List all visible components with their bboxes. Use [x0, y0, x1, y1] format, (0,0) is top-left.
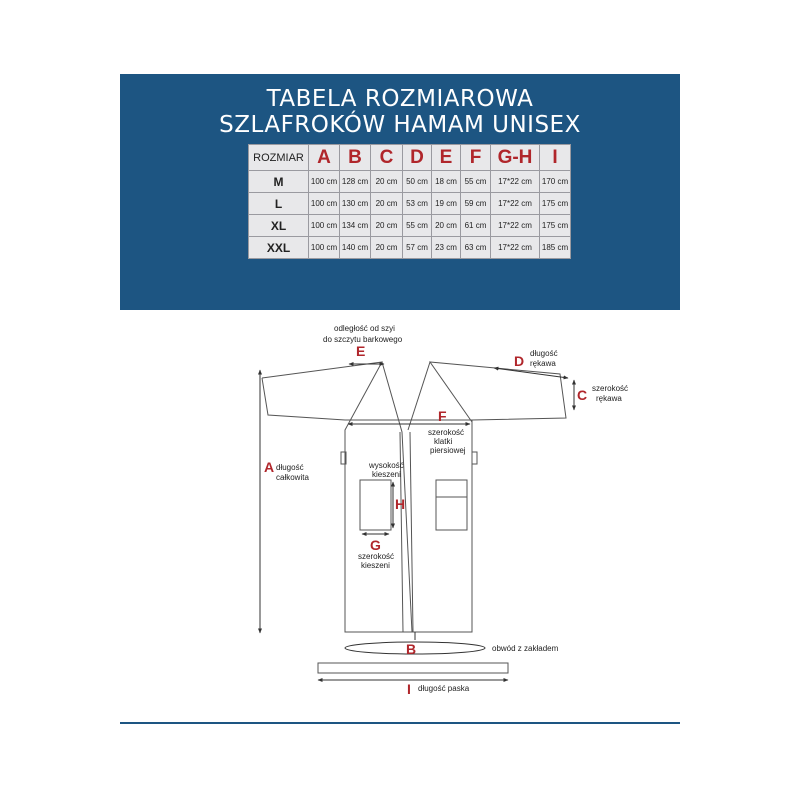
table-cell: 100 cm	[308, 170, 340, 193]
measure-i-letter: I	[407, 681, 411, 697]
measure-c-label: szerokość	[592, 384, 628, 393]
measure-d-letter: D	[514, 353, 524, 369]
measure-h-label: wysokość	[368, 461, 404, 470]
measure-b-letter: B	[406, 641, 416, 657]
measurement-arrows	[258, 362, 576, 682]
size-cell: L	[248, 192, 309, 215]
measure-b-label: obwód z zakładem	[492, 644, 559, 653]
table-cell: 57 cm	[402, 236, 432, 259]
measure-f-letter: F	[438, 408, 447, 424]
table-cell: 18 cm	[431, 170, 461, 193]
table-row: M 100 cm 128 cm 20 cm 50 cm 18 cm 55 cm …	[248, 170, 571, 193]
column-header: G-H	[490, 144, 540, 171]
table-cell: 20 cm	[370, 170, 403, 193]
table-cell: 17*22 cm	[490, 236, 540, 259]
table-cell: 17*22 cm	[490, 192, 540, 215]
title-line-1: TABELA ROZMIAROWA	[266, 86, 534, 112]
column-header: I	[539, 144, 571, 171]
table-row: L 100 cm 130 cm 20 cm 53 cm 19 cm 59 cm …	[248, 192, 571, 215]
table-row: XXL 100 cm 140 cm 20 cm 57 cm 23 cm 63 c…	[248, 236, 571, 259]
column-header: C	[370, 144, 403, 171]
header-banner: TABELA ROZMIAROWA SZLAFROKÓW HAMAM UNISE…	[120, 74, 680, 310]
measure-d-label: długość	[530, 349, 558, 358]
measure-a-label-2: całkowita	[276, 473, 309, 482]
measure-f-label-3: piersiowej	[430, 446, 466, 455]
table-cell: 134 cm	[339, 214, 371, 237]
table-cell: 175 cm	[539, 192, 571, 215]
table-cell: 17*22 cm	[490, 214, 540, 237]
size-cell: XXL	[248, 236, 309, 259]
belt-outline	[317, 662, 509, 674]
measure-e-letter: E	[356, 343, 365, 359]
measure-e-label-2: do szczytu barkowego	[323, 335, 403, 344]
column-header: ROZMIAR	[248, 144, 309, 171]
table-cell: 100 cm	[308, 192, 340, 215]
table-cell: 170 cm	[539, 170, 571, 193]
measure-d-label-2: rękawa	[530, 359, 556, 368]
table-cell: 63 cm	[460, 236, 491, 259]
measure-c-letter: C	[577, 387, 587, 403]
measure-h-letter: H	[395, 496, 405, 512]
table-cell: 175 cm	[539, 214, 571, 237]
table-row: XL 100 cm 134 cm 20 cm 55 cm 20 cm 61 cm…	[248, 214, 571, 237]
pocket-left	[359, 479, 392, 531]
measure-i-label: długość paska	[418, 684, 470, 693]
table-cell: 17*22 cm	[490, 170, 540, 193]
table-cell: 19 cm	[431, 192, 461, 215]
table-cell: 130 cm	[339, 192, 371, 215]
measure-e-label: odległość od szyi	[334, 324, 395, 333]
table-cell: 100 cm	[308, 214, 340, 237]
measure-g-label: szerokość	[358, 552, 394, 561]
table-cell: 20 cm	[370, 236, 403, 259]
measure-c-label-2: rękawa	[596, 394, 622, 403]
column-header: B	[339, 144, 371, 171]
measure-g-label-2: kieszeni	[361, 561, 390, 570]
size-cell: M	[248, 170, 309, 193]
robe-measurement-diagram: A długość całkowita E odległość od szyi …	[258, 324, 628, 697]
size-table: ROZMIAR A B C D E F G-H I M 100 cm 128 c…	[248, 144, 571, 259]
table-cell: 185 cm	[539, 236, 571, 259]
measure-a-label: długość	[276, 463, 304, 472]
title-line-2: SZLAFROKÓW HAMAM UNISEX	[219, 112, 581, 138]
measure-f-label-2: klatki	[434, 437, 452, 446]
measure-f-label: szerokość	[428, 428, 464, 437]
table-header-row: ROZMIAR A B C D E F G-H I	[248, 144, 571, 171]
table-cell: 50 cm	[402, 170, 432, 193]
bottom-divider	[120, 722, 680, 724]
table-cell: 59 cm	[460, 192, 491, 215]
robe-outline	[261, 361, 567, 633]
table-cell: 100 cm	[308, 236, 340, 259]
size-cell: XL	[248, 214, 309, 237]
table-cell: 53 cm	[402, 192, 432, 215]
table-cell: 20 cm	[431, 214, 461, 237]
measure-h-label-2: kieszeni	[372, 470, 401, 479]
column-header: E	[431, 144, 461, 171]
table-cell: 128 cm	[339, 170, 371, 193]
table-cell: 61 cm	[460, 214, 491, 237]
column-header: D	[402, 144, 432, 171]
table-cell: 140 cm	[339, 236, 371, 259]
measure-g-letter: G	[370, 537, 381, 553]
table-cell: 23 cm	[431, 236, 461, 259]
table-cell: 20 cm	[370, 214, 403, 237]
column-header: A	[308, 144, 340, 171]
measure-a-letter: A	[264, 459, 274, 475]
table-cell: 55 cm	[460, 170, 491, 193]
pocket-right	[435, 479, 468, 531]
table-cell: 20 cm	[370, 192, 403, 215]
column-header: F	[460, 144, 491, 171]
table-cell: 55 cm	[402, 214, 432, 237]
